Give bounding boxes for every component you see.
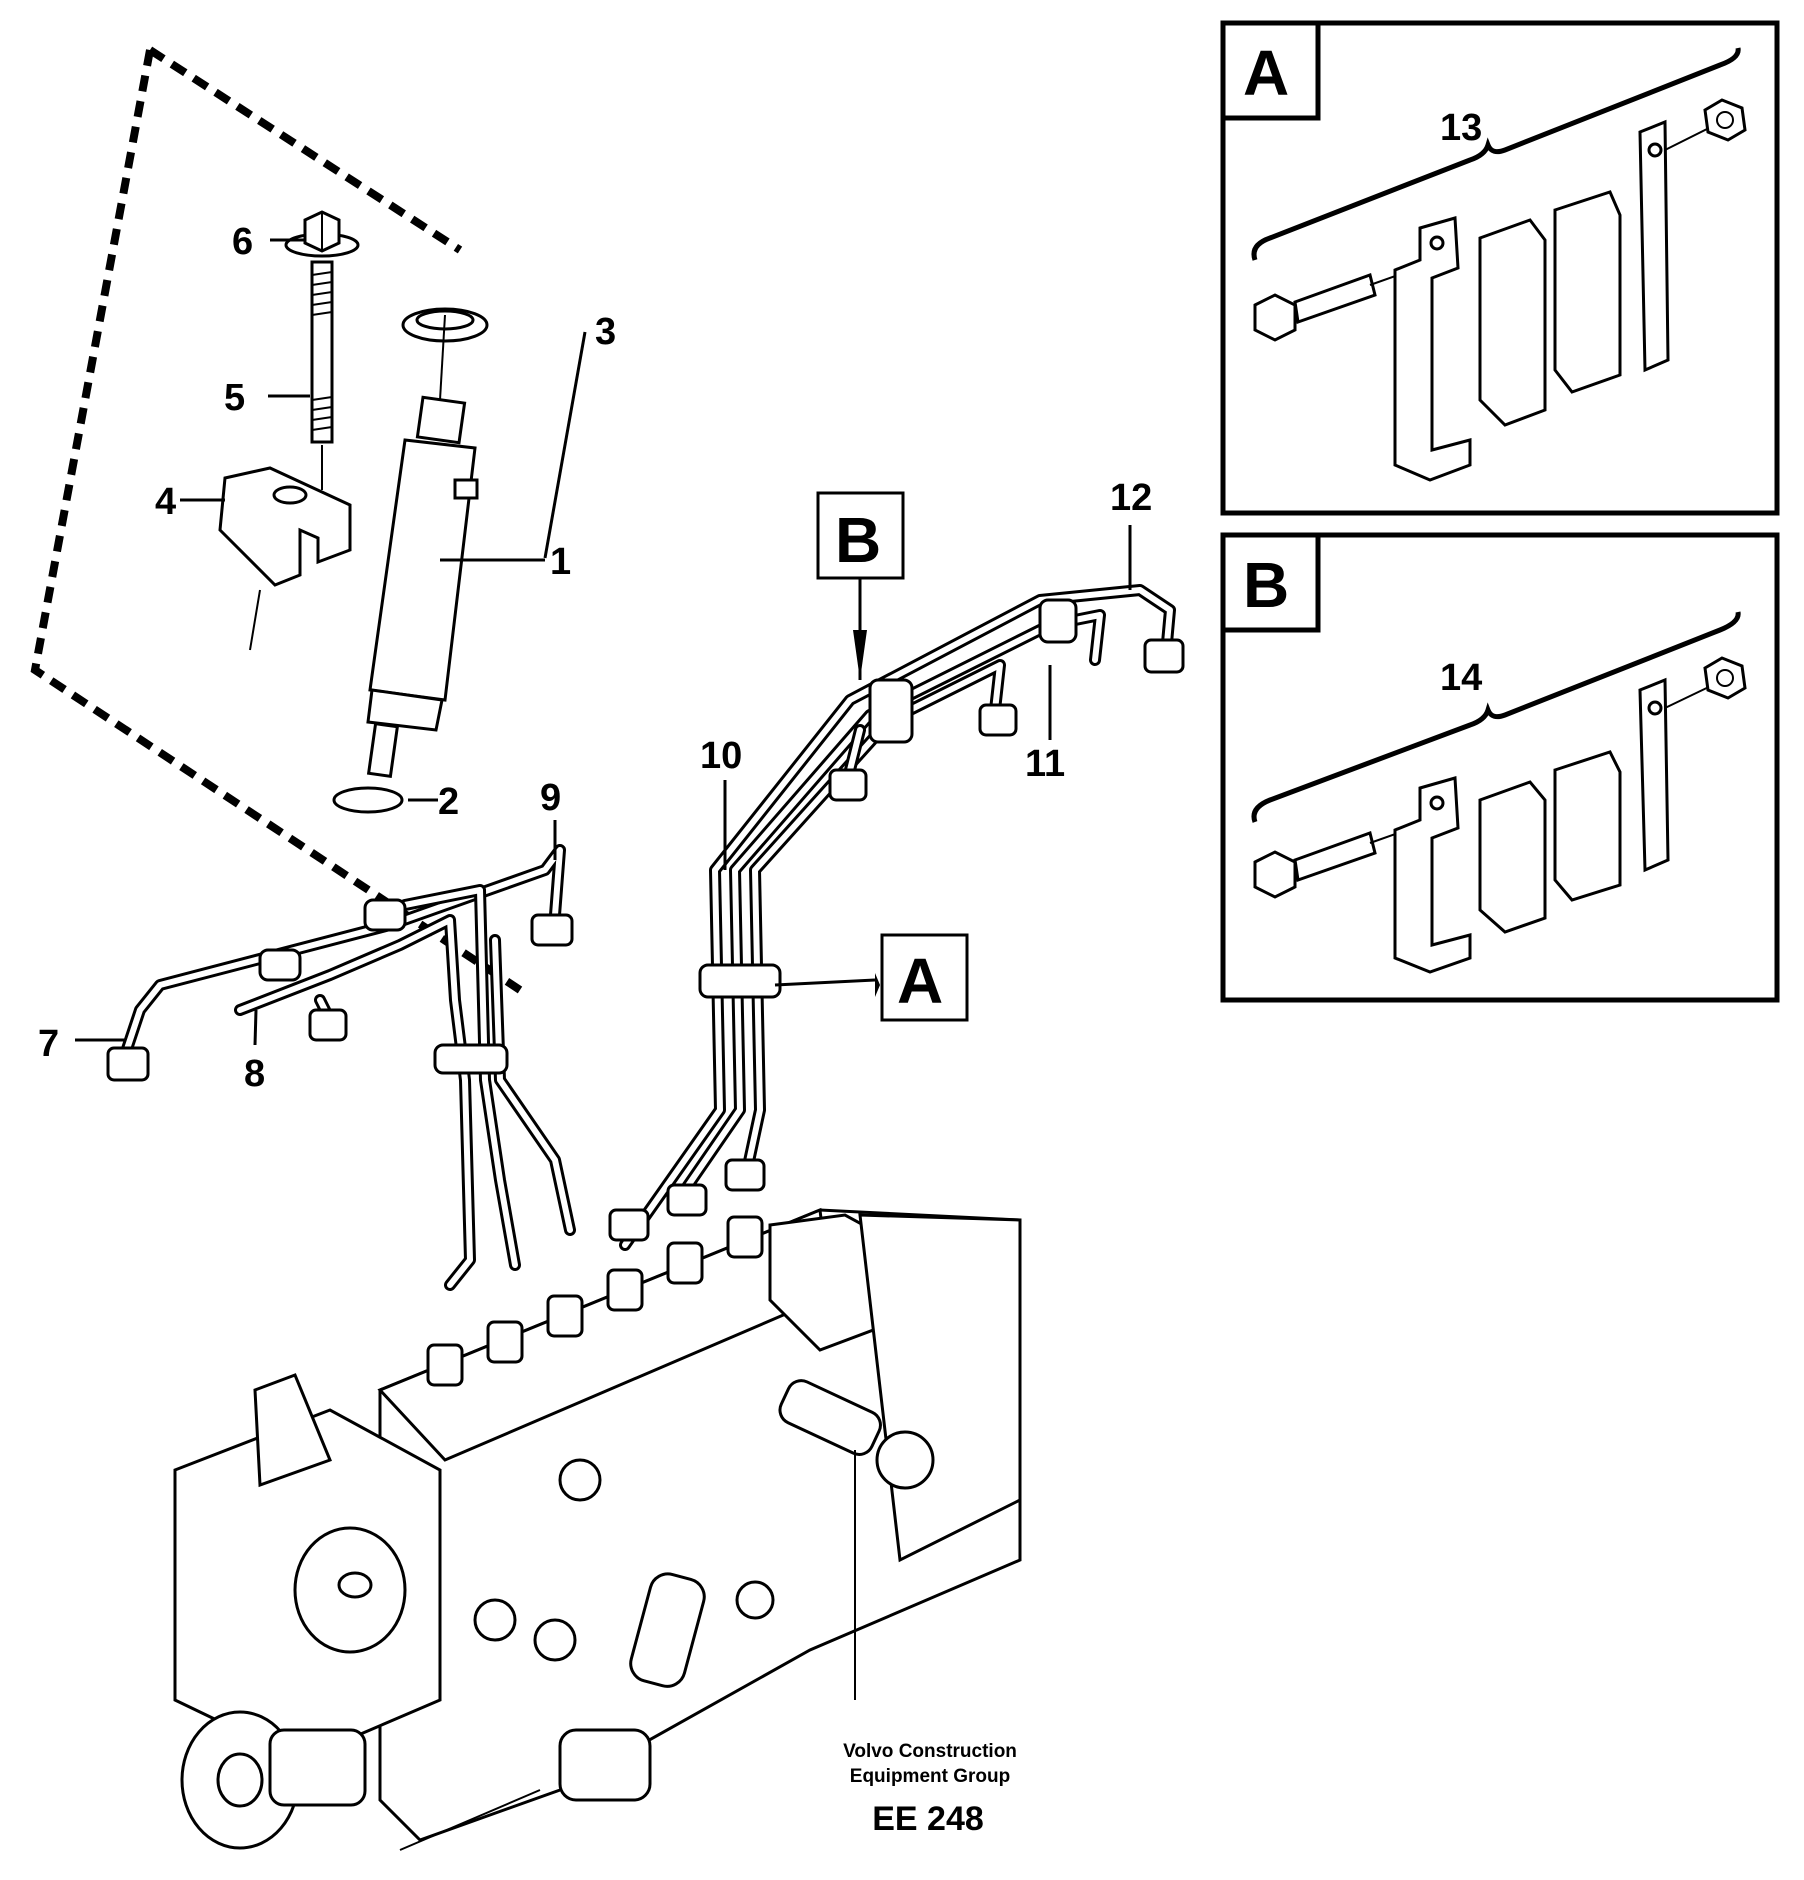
detail-a-nut <box>1703 98 1747 142</box>
callout-5: 5 <box>224 377 245 419</box>
clamp-part-4 <box>218 466 352 651</box>
callout-11: 11 <box>1025 743 1065 785</box>
injection-pump-body <box>173 1207 1022 1851</box>
detail-b-plate <box>1638 677 1670 873</box>
callout-10: 10 <box>700 735 742 777</box>
callout-labels: 6 5 4 3 1 2 9 7 8 10 11 12 <box>38 221 1152 1095</box>
callout-1: 1 <box>550 541 571 583</box>
injector-group-dashed-outline <box>30 46 523 994</box>
stud-part-5 <box>310 260 334 490</box>
footer-block: Volvo Construction Equipment Group EE 24… <box>843 1741 1017 1838</box>
detail-a-bracket <box>1393 216 1472 482</box>
detail-a-letter: A <box>1243 37 1289 109</box>
detail-b-bolt <box>1253 819 1436 899</box>
callout-7: 7 <box>38 1023 59 1065</box>
detail-a-clamp-half-1 <box>1478 218 1547 427</box>
injector-exploded-group <box>218 210 489 814</box>
callout-12: 12 <box>1110 477 1152 519</box>
drawing-number: EE 248 <box>872 1800 984 1838</box>
callout-4: 4 <box>155 481 176 523</box>
callout-14: 14 <box>1440 657 1482 699</box>
detail-b-bracket <box>1393 776 1472 974</box>
view-marker-a-main: A <box>880 933 969 1022</box>
company-line-2: Equipment Group <box>850 1766 1010 1787</box>
callout-6: 6 <box>232 221 253 263</box>
detail-b-clamp-half-2 <box>1553 750 1622 902</box>
detail-b-letter: B <box>1243 549 1289 621</box>
leader-lines <box>75 238 1132 1046</box>
company-line-1: Volvo Construction <box>843 1741 1017 1762</box>
detail-b-clamp-half-1 <box>1478 780 1547 934</box>
callout-2: 2 <box>438 781 459 823</box>
view-marker-b-main: B <box>816 491 905 580</box>
delivery-pipes-left <box>106 844 576 1291</box>
callout-3: 3 <box>595 311 616 353</box>
detail-panel-a: A 13 <box>1220 20 1780 516</box>
callout-13: 13 <box>1440 107 1482 149</box>
pump-outlet-fittings <box>426 1215 764 1387</box>
detail-a-clamp-half-2 <box>1553 190 1622 394</box>
detail-b-nut <box>1703 656 1747 700</box>
svg-text:A: A <box>897 945 943 1017</box>
washer-part-2 <box>332 786 404 814</box>
delivery-pipes-right <box>608 584 1185 1251</box>
callout-9: 9 <box>540 777 561 819</box>
nut-part-6 <box>284 210 360 258</box>
detail-panel-b: B 14 <box>1220 532 1780 1003</box>
injector-part-1 <box>366 314 479 778</box>
svg-text:B: B <box>835 504 881 576</box>
detail-a-plate <box>1638 119 1670 373</box>
callout-8: 8 <box>244 1053 265 1095</box>
